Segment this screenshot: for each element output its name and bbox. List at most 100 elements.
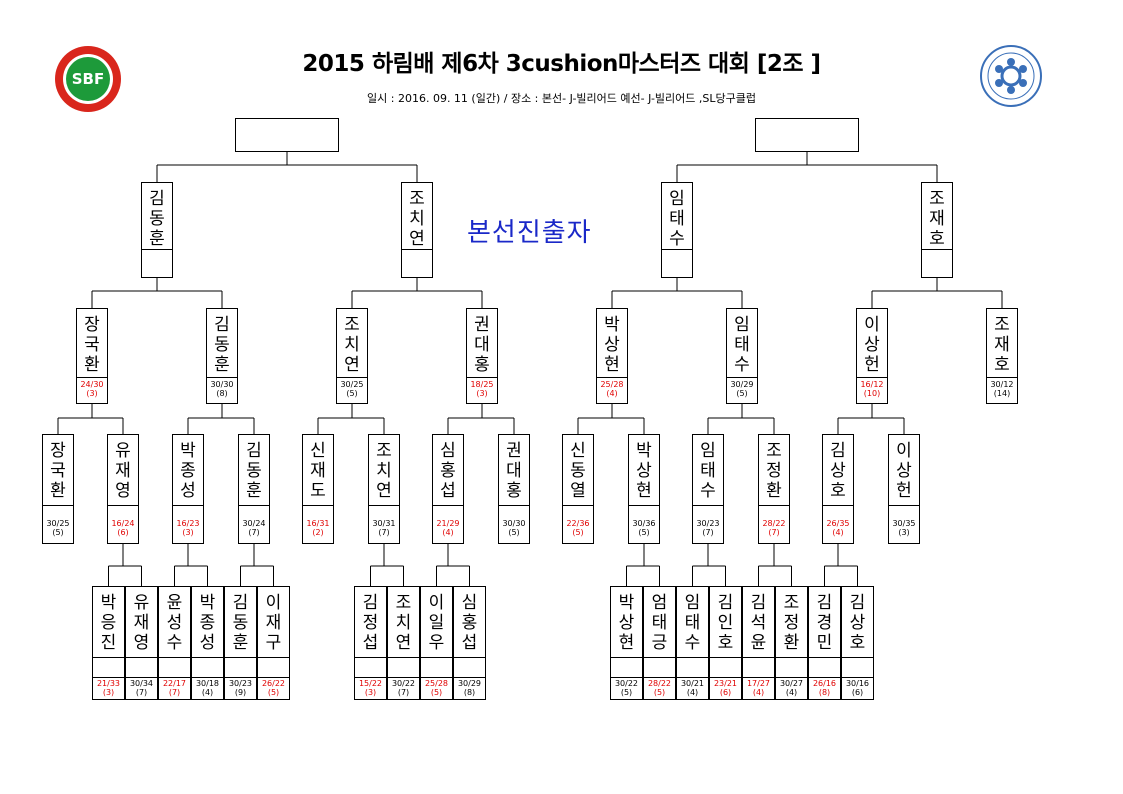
score-value: 30/22 [391,679,416,688]
score-value: 30/29 [457,679,482,688]
average-value: (7) [168,688,181,697]
player-name: 김 동 훈 [149,189,165,249]
player-name: 박 상 현 [604,315,620,375]
event-info: 일시 : 2016. 09. 11 (일간) / 장소 : 본선- J-빌리어드… [367,92,756,105]
match-score: 16/23(3) [173,519,203,537]
player-name: 심 홍 섭 [461,593,478,653]
average-value: (3) [898,528,910,537]
box-divider [108,505,138,506]
qualifier-box: 임 태 수 [661,182,693,278]
score-value: 30/25 [340,380,364,389]
match-score: 17/27(4) [743,679,774,697]
average-value: (8) [216,389,228,398]
average-value: (5) [653,688,666,697]
box-divider [823,505,853,506]
match-score: 30/31(7) [369,519,399,537]
box-divider [776,677,807,678]
box-divider [987,377,1017,378]
box-divider [759,505,789,506]
player-name: 박 응 진 [100,593,117,653]
player-name: 김 정 섭 [362,593,379,653]
box-divider [710,677,741,678]
seoul-sports-council-logo [980,45,1042,107]
average-value: (7) [768,528,780,537]
score-value: 30/30 [502,519,526,528]
player-name: 조 정 환 [783,593,800,653]
score-value: 30/12 [990,380,1014,389]
score-value: 30/36 [632,519,656,528]
match-score: 22/36(5) [563,519,593,537]
player-name: 조 치 연 [409,189,425,249]
player-name: 임 태 수 [734,315,750,375]
match-score: 24/30(3) [77,380,107,398]
match-score: 30/30(8) [207,380,237,398]
player-name: 권 대 홍 [474,315,490,375]
final-slot [235,118,339,152]
match-score: 30/22(5) [611,679,642,697]
box-divider [889,505,919,506]
match-score: 26/35(4) [823,519,853,537]
score-value: 22/36 [566,519,590,528]
match-score: 21/33(3) [93,679,124,697]
score-value: 17/27 [746,679,771,688]
box-divider [597,377,627,378]
match-score: 30/22(7) [388,679,419,697]
player-name: 조 재 호 [929,189,945,249]
average-value: (4) [785,688,798,697]
box-divider [499,505,529,506]
average-value: (6) [117,528,129,537]
score-value: 30/29 [730,380,754,389]
round1-box: 박 응 진 21/33(3) [92,586,125,700]
box-divider [93,677,124,678]
box-divider [355,657,386,658]
box-divider [173,505,203,506]
qualifier-box: 김 동 훈 [141,182,173,278]
qualifier-box: 조 치 연 [401,182,433,278]
box-divider [809,677,840,678]
score-value: 16/24 [111,519,135,528]
box-divider [611,657,642,658]
box-divider [743,657,774,658]
player-name: 이 상 헌 [896,441,912,501]
average-value: (10) [863,389,881,398]
score-value: 30/24 [242,519,266,528]
score-value: 30/34 [129,679,154,688]
box-divider [207,377,237,378]
score-value: 30/31 [372,519,396,528]
match-score: 22/17(7) [159,679,190,697]
round1-box: 조 치 연 30/22(7) [387,586,420,700]
match-score: 16/31(2) [303,519,333,537]
match-score: 21/29(4) [433,519,463,537]
score-value: 25/28 [424,679,449,688]
average-value: (4) [686,688,699,697]
player-name: 조 치 연 [395,593,412,653]
average-value: (5) [620,688,633,697]
box-divider [644,677,675,678]
player-name: 권 대 홍 [506,441,522,501]
player-name: 윤 성 수 [166,593,183,653]
player-name: 김 동 훈 [246,441,262,501]
match-score: 30/35(3) [889,519,919,537]
average-value: (9) [234,688,247,697]
score-value: 25/28 [600,380,624,389]
box-divider [192,657,223,658]
score-value: 30/16 [845,679,870,688]
average-value: (5) [508,528,520,537]
score-value: 26/16 [812,679,837,688]
box-divider [611,677,642,678]
box-divider [159,677,190,678]
player-name: 김 경 민 [816,593,833,653]
match-score: 26/16(8) [809,679,840,697]
match-score: 30/25(5) [337,380,367,398]
